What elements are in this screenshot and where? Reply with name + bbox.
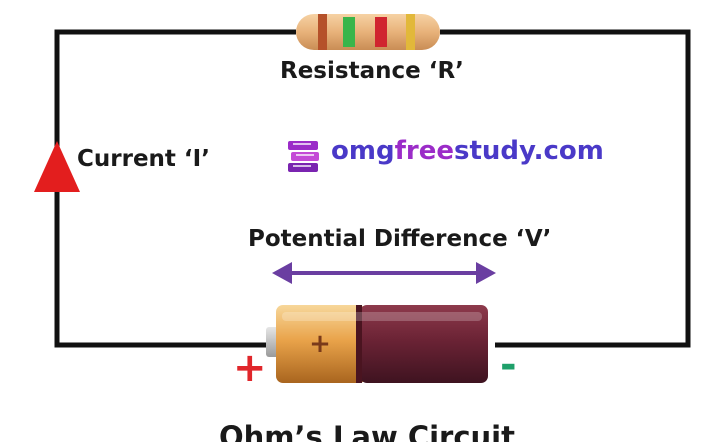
negative-terminal-sign: -: [500, 342, 517, 388]
diagram-caption: Ohm’s Law Circuit: [219, 420, 515, 442]
brand-logo: omgfreestudy.com: [285, 136, 604, 166]
battery-positive-end: [276, 305, 366, 383]
brand-part-free: free: [394, 136, 454, 166]
brand-part-omg: omg: [331, 136, 395, 166]
battery-negative-end: [360, 305, 488, 383]
potential-difference-label: Potential Difference ‘V’: [248, 226, 552, 252]
brand-name: omgfreestudy.com: [331, 136, 604, 166]
resistor-band-1: [318, 14, 327, 50]
current-label: Current ‘I’: [77, 146, 210, 172]
books-icon: [288, 141, 319, 172]
battery-plus-mark: +: [309, 329, 331, 359]
resistor-band-3: [375, 17, 387, 47]
resistor-band-2: [343, 17, 355, 47]
current-arrow-icon: [34, 141, 80, 192]
resistor-band-4: [406, 14, 415, 50]
battery-icon: +: [266, 305, 488, 383]
positive-terminal-sign: +: [233, 345, 267, 391]
resistance-label: Resistance ‘R’: [280, 58, 464, 84]
resistor-icon: [296, 14, 440, 50]
voltage-double-arrow-icon: [272, 262, 496, 284]
brand-part-study: study.com: [453, 136, 604, 166]
